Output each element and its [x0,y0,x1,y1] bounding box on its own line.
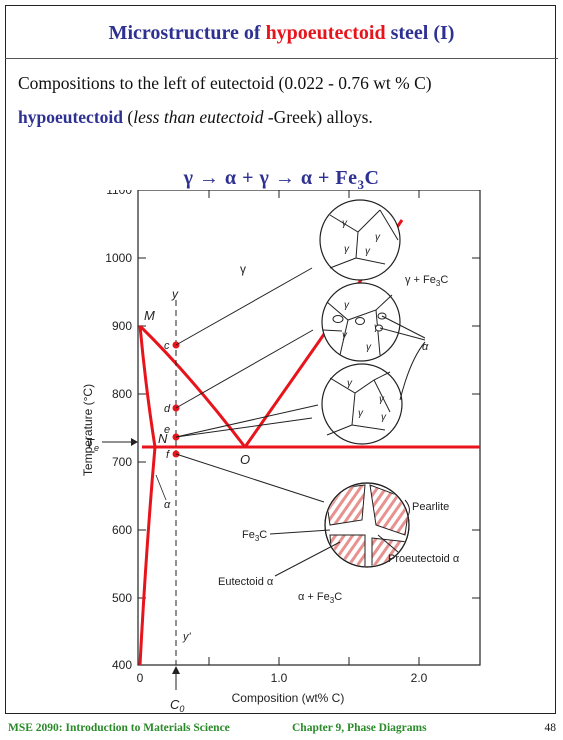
label-eutectoid: Eutectoid α [218,576,274,588]
c0-arrowhead [172,666,180,674]
label-y-prime: y' [182,631,192,643]
footer-chapter: Chapter 9, Phase Diagrams [292,722,427,734]
alpha-solvus-lower [140,447,155,665]
label-O: O [240,452,250,467]
y-axis-label: Temperature (°C) [81,384,95,476]
label-gamma-region: γ [240,262,246,276]
a3-line [140,326,245,447]
y-tick-label: 800 [112,387,132,401]
label-y: y [171,287,179,301]
x-tick-label: 2.0 [411,671,428,685]
body-text: Compositions to the left of eutectoid (0… [18,66,558,134]
y-tick-label: 500 [112,591,132,605]
te-arrowhead [131,438,138,446]
label-N: N [158,431,168,446]
slide-title: Microstructure of hypoeutectoid steel (I… [0,22,563,45]
alpha-solvus-upper [140,326,155,447]
y-tick-label: 400 [112,658,132,672]
label-f: f [166,449,170,461]
label-c0: C0 [170,697,184,714]
label-gamma-fe3c: γ + Fe3C [405,274,448,288]
footer: MSE 2090: Introduction to Materials Scie… [8,722,558,734]
y-tick-label: 1100 [106,190,132,197]
phase-diagram: 1100 1000 900 800 700 600 500 400 0 1.0 … [80,190,500,715]
label-d: d [164,403,171,415]
fe3c-arrow [270,530,330,534]
x-tick-label: 0 [137,671,144,685]
alpha-leader [156,475,166,500]
label-M: M [144,308,155,323]
label-proeutectoid: Proeutectoid α [388,553,460,565]
y-tick-label: 900 [112,319,132,333]
title-divider [5,58,558,59]
label-Te: Te [86,436,99,453]
page-number: 48 [545,722,557,734]
label-c: c [164,340,170,352]
micro-circle-gamma [320,200,400,280]
eutectoid-arrow [275,542,340,576]
y-tick-label: 700 [112,455,132,469]
label-fe3c: Fe3C [242,529,267,543]
x-axis-label: Composition (wt% C) [232,691,345,705]
label-alpha-arrow: α [422,341,429,353]
label-pearlite: Pearlite [412,501,449,513]
y-tick-label: 600 [112,523,132,537]
y-tick-label: 1000 [105,251,132,265]
label-alpha-fe3c: α + Fe3C [298,591,342,605]
x-tick-label: 1.0 [271,671,288,685]
label-alpha-region: α [164,499,171,511]
body-line-1: Compositions to the left of eutectoid (0… [18,66,558,100]
body-line-2: hypoeutectoid (less than eutectoid -Gree… [18,100,558,134]
footer-course: MSE 2090: Introduction to Materials Scie… [8,722,230,734]
